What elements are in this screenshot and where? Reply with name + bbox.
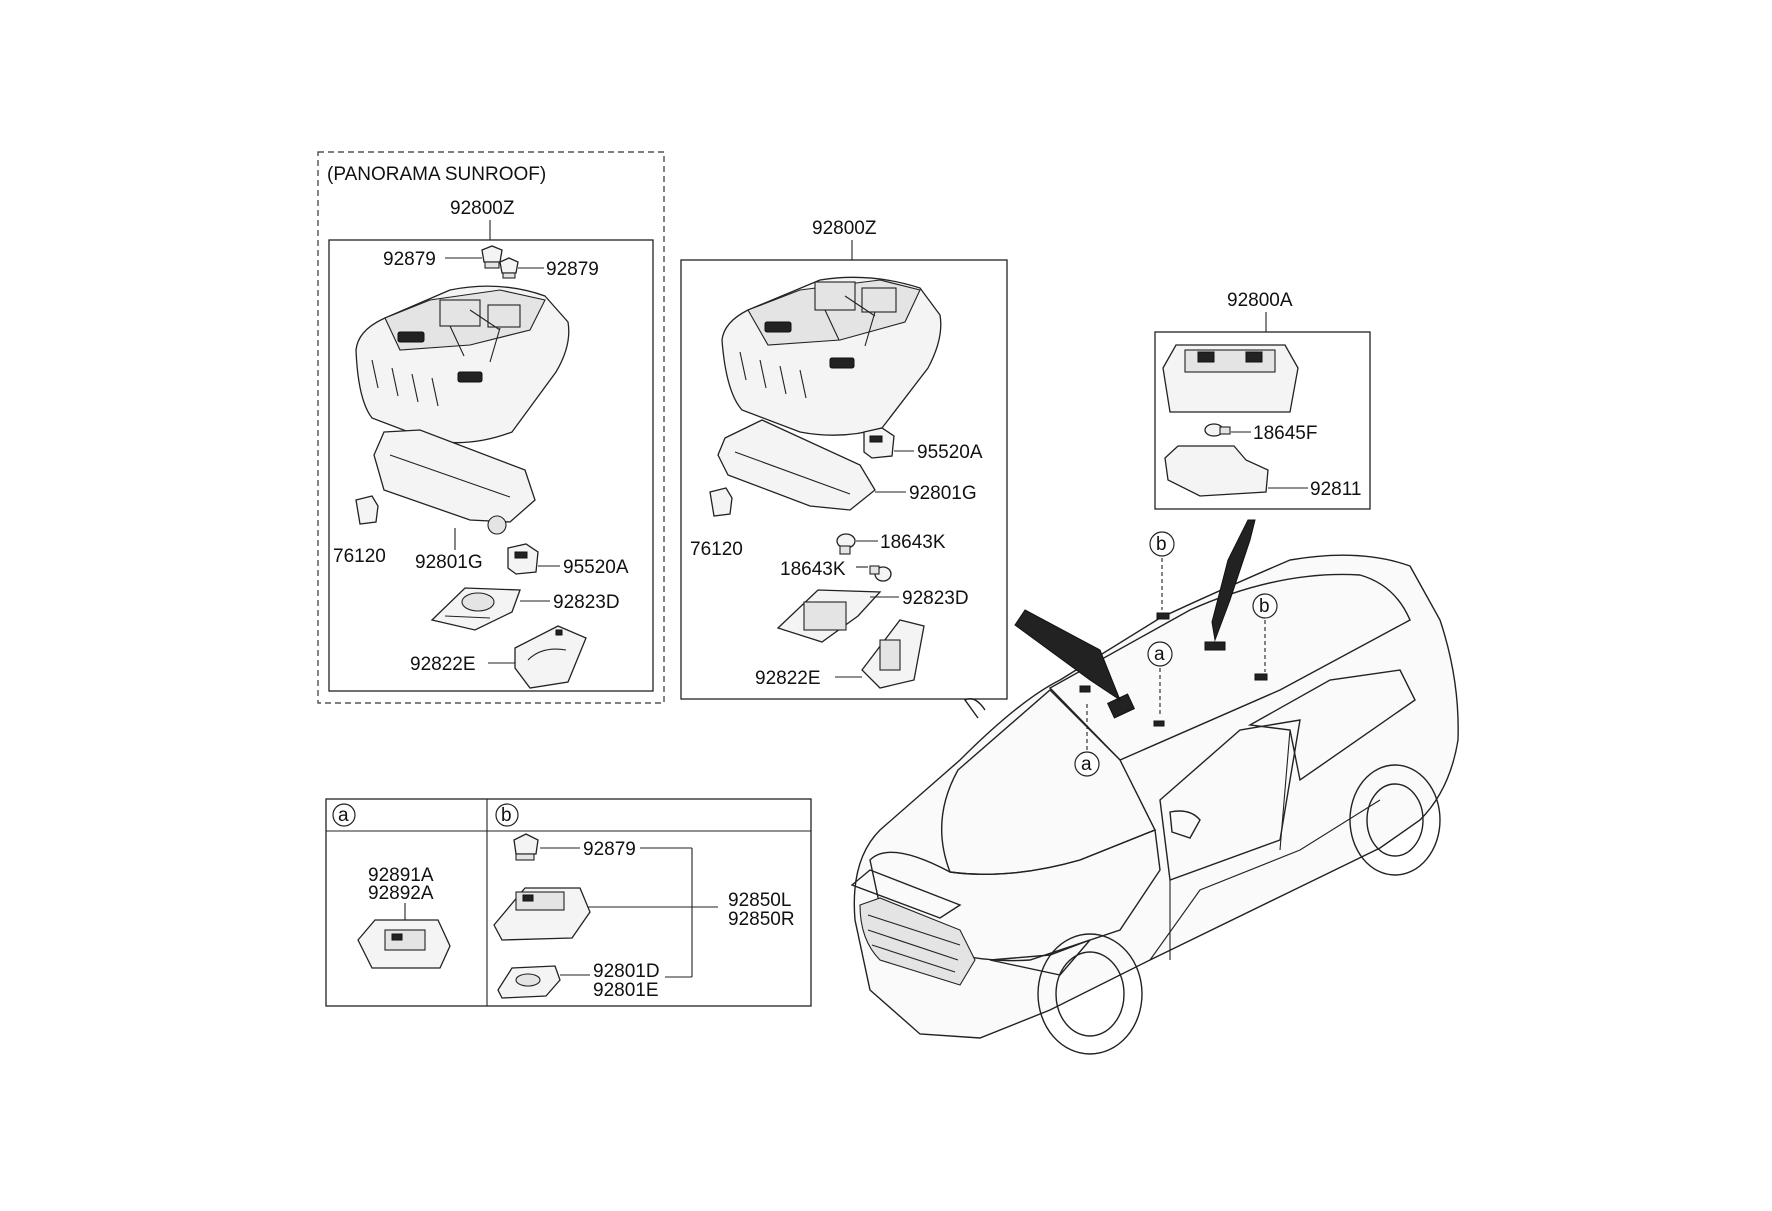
standard-cover-label: 92822E [755, 668, 821, 689]
switch-icon [863, 427, 895, 459]
standard-console-group: 92800Z 95520A 92801G 76120 [680, 218, 1008, 700]
room-lamp-bulb-label: 18645F [1253, 423, 1317, 444]
panorama-cover-label: 92822E [410, 654, 476, 675]
overhead-console-icon [355, 285, 570, 444]
connector-icon [355, 495, 379, 525]
car-callout-a-lower: a [1081, 754, 1092, 775]
cover-icon [514, 625, 587, 689]
panorama-bezel-label: 92823D [553, 592, 620, 613]
car-callout-a-upper: a [1154, 644, 1165, 665]
panorama-connector-label: 76120 [333, 546, 386, 567]
socket-label-left: 92879 [383, 249, 436, 270]
standard-lens-label: 92801G [909, 483, 977, 504]
table-a-part-1: 92891A [368, 865, 434, 886]
overhead-console-icon [721, 276, 942, 436]
lens-icon [497, 965, 561, 999]
room-lamp-assembly-label: 92800A [1227, 290, 1293, 311]
room-lamp-icon [1162, 344, 1299, 413]
table-col-a: a [338, 805, 349, 826]
room-lamp-group: 92800A 18645F 92811 [1154, 290, 1371, 510]
connector-icon [709, 487, 733, 517]
vanity-lamp-icon [357, 919, 451, 969]
map-lamp-icon [493, 887, 591, 941]
room-lamp-lens-label: 92811 [1310, 479, 1361, 500]
car-callout-b-left: b [1156, 534, 1167, 555]
panorama-dashed-frame [317, 151, 665, 704]
lens-icon [373, 429, 536, 535]
panorama-lens-label: 92801G [415, 552, 483, 573]
standard-bulb-label-1: 18643K [880, 532, 946, 553]
table-a-part-2: 92892A [368, 883, 434, 904]
cover-icon [861, 619, 925, 689]
standard-switch-label: 95520A [917, 442, 983, 463]
bezel-icon [776, 589, 882, 643]
bulb-icon [1204, 423, 1231, 437]
panorama-assembly-label: 92800Z [450, 198, 515, 219]
room-lamp-frame [1154, 331, 1371, 510]
standard-assembly-label: 92800Z [812, 218, 877, 239]
bulb-icon [836, 533, 856, 555]
panorama-inner-frame [328, 239, 654, 692]
standard-connector-label: 76120 [690, 539, 743, 560]
panorama-header: (PANORAMA SUNROOF) [327, 164, 546, 185]
table-col-b: b [501, 805, 512, 826]
bulb-socket-icon [481, 245, 519, 279]
standard-frame [680, 259, 1008, 700]
standard-bulb-label-2: 18643K [780, 559, 846, 580]
panorama-sunroof-group: (PANORAMA SUNROOF) 92800Z 92879 92879 [317, 151, 665, 704]
lens-icon [1164, 445, 1269, 497]
panorama-switch-label: 95520A [563, 557, 629, 578]
table-b-lamp-l: 92850L [728, 890, 791, 911]
bezel-icon [430, 587, 521, 631]
table-b-lens-d: 92801D [593, 961, 660, 982]
lens-icon [717, 419, 876, 511]
switch-icon [507, 543, 539, 575]
detail-table: a b 92891A 92892A 92879 92850L 92850R [325, 798, 812, 1007]
standard-bezel-label: 92823D [902, 588, 969, 609]
car-callout-b-right: b [1259, 596, 1270, 617]
socket-label-right: 92879 [546, 259, 599, 280]
table-b-lens-e: 92801E [593, 980, 659, 1001]
table-b-lamp-r: 92850R [728, 909, 795, 930]
bulb-socket-icon [513, 833, 539, 861]
bulb-icon [869, 565, 892, 582]
table-b-socket-label: 92879 [583, 839, 636, 860]
suv-illustration: b b a a [850, 519, 1459, 1055]
